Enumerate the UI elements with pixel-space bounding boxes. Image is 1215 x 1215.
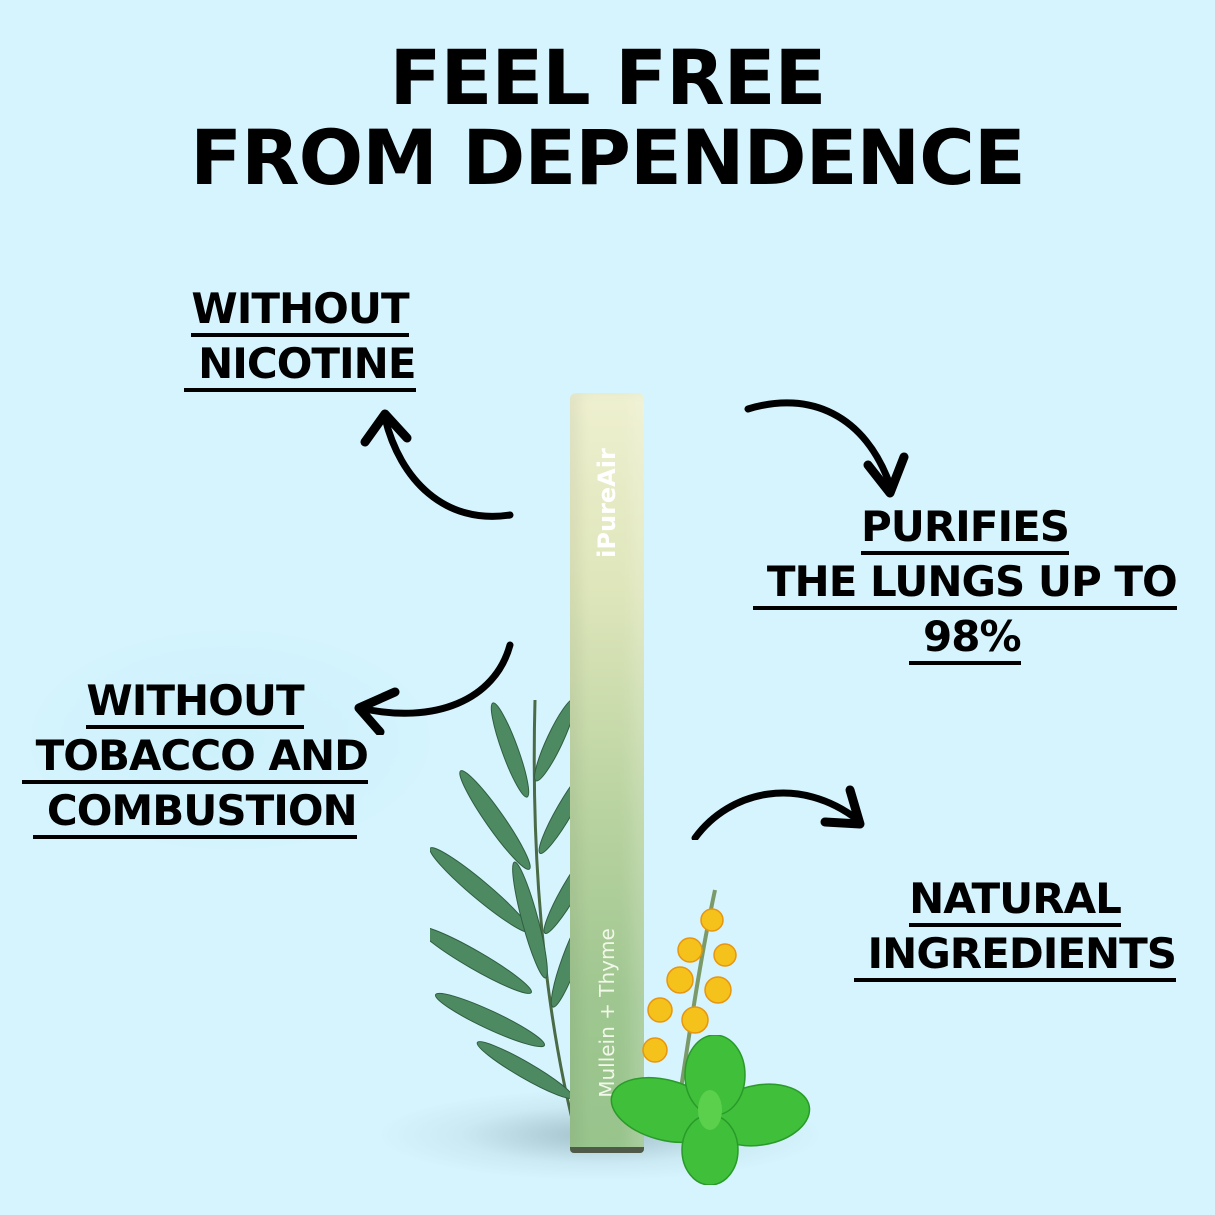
arrow-right-icon: [691, 785, 865, 840]
feature-purifies-lungs: PURIFIES THE LUNGS UP TO 98%: [725, 500, 1205, 665]
pen-tip: [570, 1147, 644, 1153]
headline-line-2: FROM DEPENDENCE: [190, 113, 1026, 202]
feature-line: NATURAL: [909, 875, 1122, 927]
feature-natural-ingredients: NATURAL INGREDIENTS: [830, 872, 1200, 982]
page-title: FEEL FREE FROM DEPENDENCE: [0, 38, 1215, 198]
feature-without-tobacco: WITHOUT TOBACCO AND COMBUSTION: [5, 674, 385, 839]
arrow-down-right-icon: [744, 399, 909, 498]
feature-line: PURIFIES: [860, 503, 1070, 555]
product-pen: iPureAir Mullein + Thyme: [570, 393, 644, 1153]
arrow-up-left-icon: [360, 409, 514, 520]
feature-line: WITHOUT: [86, 677, 305, 729]
feature-line: WITHOUT: [191, 285, 410, 337]
product-brand: iPureAir: [593, 448, 621, 558]
feature-line: 98%: [909, 613, 1022, 665]
rosemary-sprig-illustration: [430, 698, 590, 1151]
feature-line: TOBACCO AND: [22, 732, 369, 784]
mint-leaves-illustration: [610, 1035, 811, 1185]
feature-line: INGREDIENTS: [853, 930, 1177, 982]
feature-line: NICOTINE: [184, 340, 417, 392]
feature-without-nicotine: WITHOUT NICOTINE: [160, 282, 440, 392]
headline-line-1: FEEL FREE: [389, 33, 827, 122]
arrow-left-icon: [354, 641, 514, 735]
feature-line: THE LUNGS UP TO: [753, 558, 1178, 610]
feature-line: COMBUSTION: [33, 787, 358, 839]
background-blob: [30, 630, 430, 850]
mullein-flower-illustration: [642, 889, 737, 1096]
